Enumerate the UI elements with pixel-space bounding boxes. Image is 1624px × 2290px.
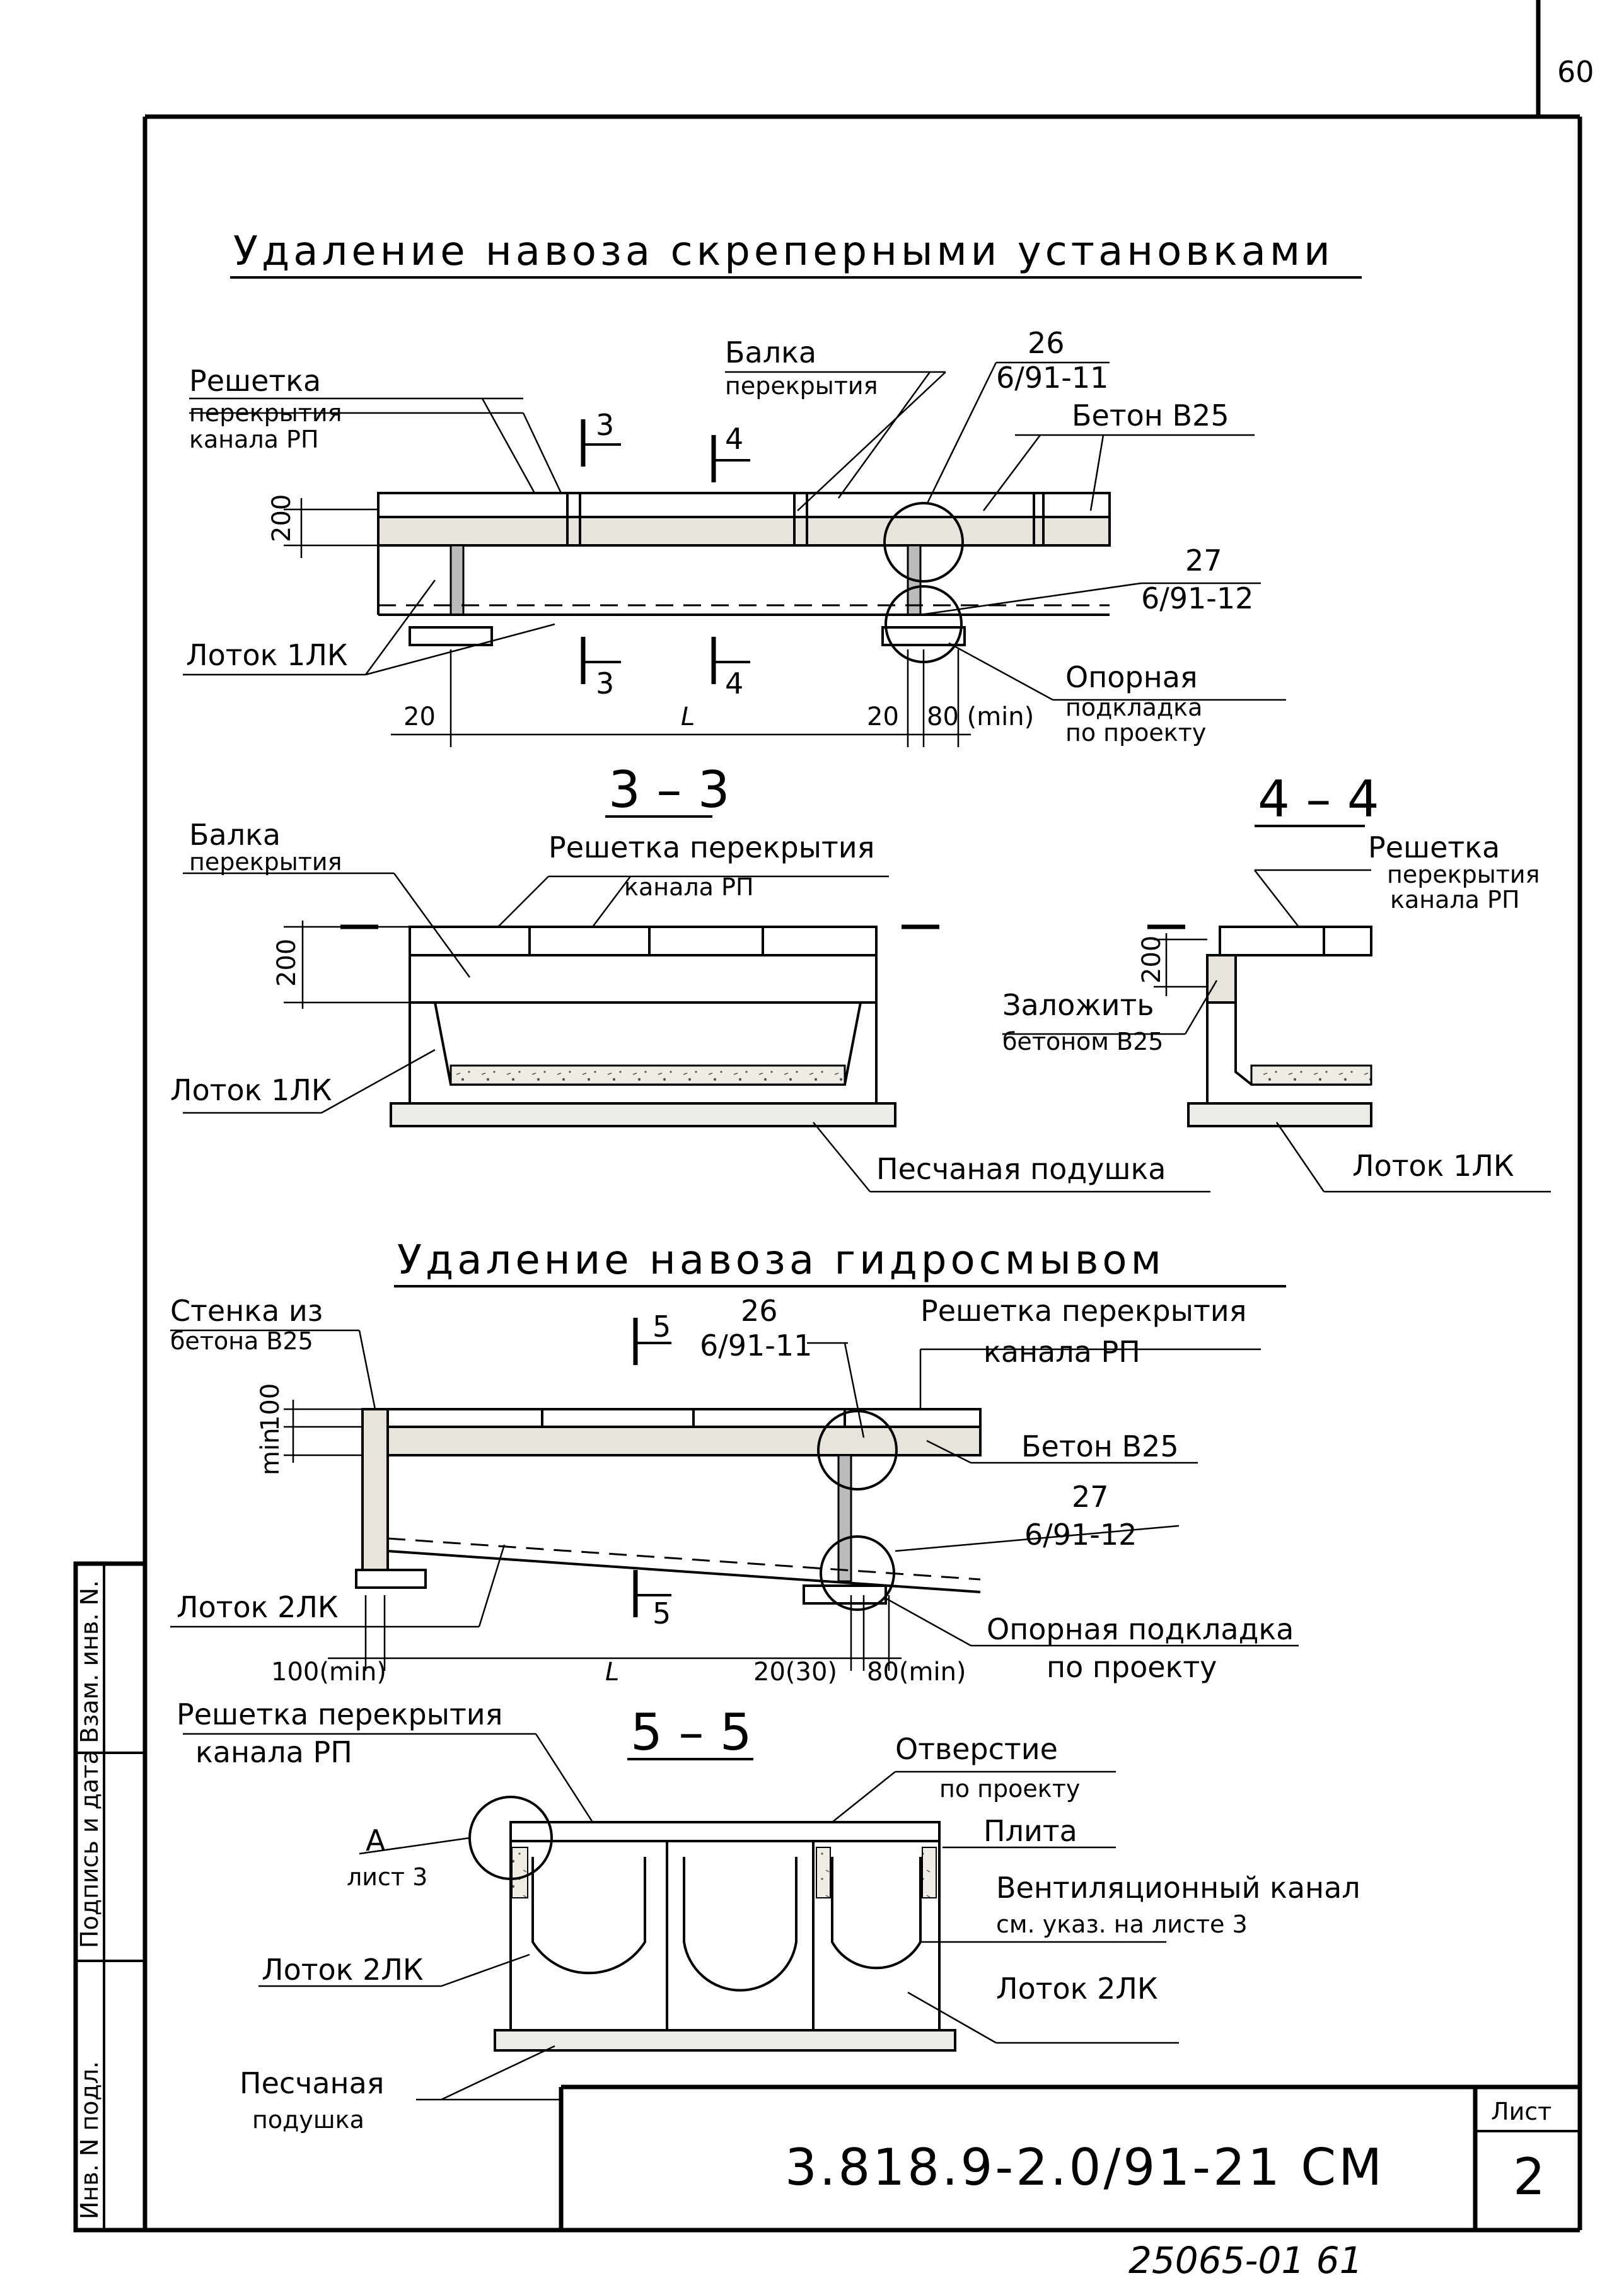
- sec33-drawing: [183, 872, 1210, 1193]
- sec33-grating: Решетка перекрытия: [548, 830, 874, 864]
- sec44-grating-3: канала РП: [1390, 886, 1520, 914]
- sec55-slab: Плита: [983, 1814, 1077, 1848]
- v1-dim-right: 20: [867, 702, 899, 731]
- sec55-tray-right: Лоток 2ЛК: [996, 1972, 1158, 2006]
- v2-ref2-top: 27: [1072, 1480, 1109, 1514]
- sec44-grating-2: перекрытия: [1387, 861, 1540, 888]
- v2-dim-min: 80(min): [867, 1658, 966, 1687]
- sheet-label: Лист: [1491, 2098, 1552, 2125]
- view1-drawing: [183, 361, 1286, 747]
- v2-dim-L: L: [605, 1658, 619, 1687]
- sec33-tray: Лоток 1ЛК: [170, 1073, 332, 1107]
- sec55-title: 5 – 5: [630, 1703, 752, 1762]
- v2-ref2-bot: 6/91-12: [1024, 1518, 1137, 1552]
- v2-dim-left: 100(min): [271, 1658, 386, 1687]
- sec55-hole-2: по проекту: [939, 1775, 1080, 1803]
- sec55-hole: Отверстие: [895, 1732, 1058, 1766]
- v1-beam-2: перекрытия: [725, 372, 878, 400]
- v2-ref1-bot: 6/91-11: [700, 1328, 812, 1363]
- stamp-inv-replace: Взам. инв. N.: [76, 1580, 103, 1743]
- view2-drawing: [170, 1318, 1299, 1671]
- sec55-grating-2: канала РП: [195, 1735, 352, 1769]
- v2-support: Опорная подкладка: [987, 1612, 1294, 1646]
- v1-cut3-bot: 3: [596, 666, 614, 700]
- sec55-detail-2: лист 3: [347, 1863, 427, 1891]
- v2-grating-2: канала РП: [983, 1335, 1140, 1369]
- v1-dim-L: L: [681, 702, 695, 731]
- sec33-beam-2: перекрытия: [189, 848, 342, 876]
- heading-scraper: Удаление навоза скреперными установками: [233, 228, 1334, 275]
- v1-cut3-top: 3: [596, 408, 614, 442]
- sec55-grating: Решетка перекрытия: [177, 1697, 502, 1731]
- v2-support-2: по проекту: [1047, 1650, 1217, 1684]
- sec55-drawing: [183, 1733, 1179, 2101]
- v2-cut5-top: 5: [652, 1310, 671, 1344]
- stamp-inv-orig: Инв. N подл.: [76, 2061, 103, 2219]
- v1-beam: Балка: [725, 335, 816, 369]
- v2-tray: Лоток 2ЛК: [177, 1590, 339, 1624]
- side-stamp: [73, 1561, 148, 2233]
- sec44-fill-2: бетоном В25: [1002, 1028, 1163, 1055]
- archive-number: 25065-01 61: [1128, 2239, 1362, 2282]
- sec44-dim-h: 200: [1137, 936, 1166, 984]
- sheet-number: 2: [1513, 2148, 1545, 2206]
- sec33-beam: Балка: [189, 818, 281, 852]
- v2-grating: Решетка перекрытия: [920, 1294, 1246, 1328]
- v1-ref2-bot: 6/91-12: [1141, 581, 1253, 615]
- sec55-vent: Вентиляционный канал: [996, 1871, 1360, 1905]
- v2-wall-2: бетона В25: [170, 1327, 313, 1355]
- v1-support: Опорная: [1065, 660, 1198, 694]
- v1-grating-2: перекрытия: [189, 399, 342, 427]
- stamp-sign-date: Подпись и дата: [76, 1750, 103, 1948]
- drawing-designation: 3.818.9-2.0/91-21 СМ: [785, 2138, 1384, 2197]
- v2-dim-right: 20(30): [753, 1658, 837, 1687]
- v1-dim-h: 200: [267, 494, 296, 542]
- sec55-sand: Песчаная: [240, 2066, 384, 2100]
- v2-dim-h2: min: [256, 1428, 285, 1475]
- heading-hydro: Удаление навоза гидросмывом: [397, 1237, 1165, 1284]
- sec44-drawing: [1002, 869, 1551, 1193]
- title-block: [559, 2084, 1580, 2230]
- sec33-sand: Песчаная подушка: [876, 1152, 1166, 1186]
- v1-cut4-top: 4: [725, 422, 743, 456]
- sec55-vent-2: см. указ. на листе 3: [996, 1910, 1248, 1938]
- v1-ref1-top: 26: [1028, 326, 1065, 360]
- sec44-tray: Лоток 1ЛК: [1352, 1149, 1514, 1183]
- sec55-sand-2: подушка: [252, 2106, 364, 2134]
- v1-ref2-top: 27: [1185, 543, 1222, 578]
- v1-ref1-bot: 6/91-11: [996, 361, 1108, 395]
- v1-cut4-bot: 4: [725, 666, 743, 700]
- sec33-grating-2: канала РП: [624, 873, 754, 901]
- v1-support-2: подкладка: [1065, 694, 1202, 721]
- sec44-title: 4 – 4: [1258, 770, 1379, 828]
- sec44-grating: Решетка: [1368, 830, 1500, 864]
- v2-dim-h1: 100: [256, 1383, 285, 1431]
- v1-tray: Лоток 1ЛК: [186, 638, 348, 672]
- v2-wall: Стенка из: [170, 1294, 323, 1328]
- v1-grating-3: канала РП: [189, 426, 319, 453]
- page-number: 60: [1557, 55, 1594, 89]
- sheet-frame: [142, 0, 1582, 2233]
- sec33-title: 3 – 3: [608, 760, 730, 819]
- v1-dim-min: 80 (min): [927, 702, 1034, 731]
- v2-ref1-top: 26: [741, 1294, 778, 1328]
- v1-grating: Решетка: [189, 364, 321, 398]
- v1-concrete: Бетон В25: [1072, 398, 1229, 433]
- v2-concrete: Бетон В25: [1021, 1429, 1179, 1463]
- sec44-fill: Заложить: [1002, 988, 1154, 1022]
- v2-cut5-bot: 5: [652, 1596, 671, 1630]
- sec55-detail: А: [366, 1823, 386, 1857]
- sec55-tray-left: Лоток 2ЛК: [262, 1953, 424, 1987]
- sec33-dim-h: 200: [272, 939, 301, 987]
- v1-dim-left: 20: [403, 702, 436, 731]
- v1-support-3: по проекту: [1065, 719, 1206, 747]
